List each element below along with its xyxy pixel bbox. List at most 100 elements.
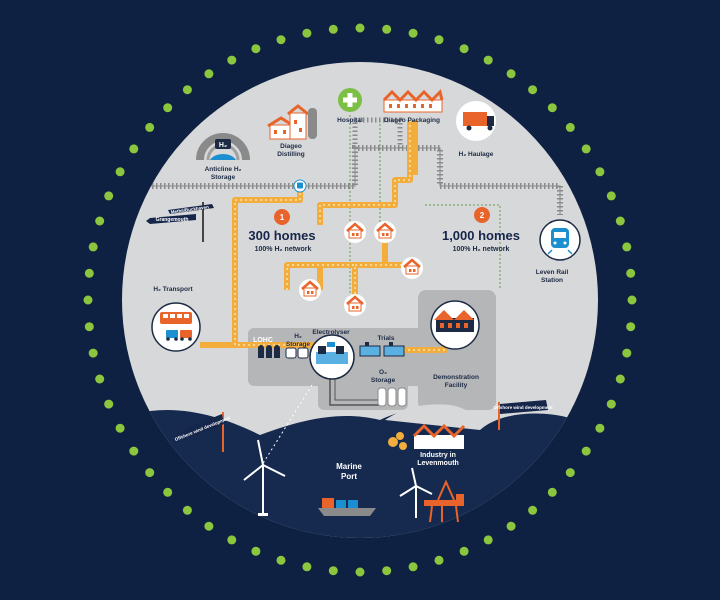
industry-icon — [388, 423, 466, 450]
ring-dot — [227, 55, 237, 65]
ring-dot — [581, 446, 591, 456]
phase-1-network: 100% H₂ network — [255, 246, 312, 253]
ring-dot — [302, 562, 312, 572]
oil-rig-icon — [424, 479, 464, 523]
demo-label-1: Demonstration — [433, 374, 479, 381]
phase-1-homes: 300 homes — [248, 228, 315, 243]
ring-dot — [547, 103, 557, 113]
anticline-badge: H₂ — [219, 142, 227, 149]
ring-dot — [129, 446, 139, 456]
hospital-label: Hospital — [337, 117, 363, 124]
ring-dot — [251, 44, 261, 54]
electrolyser-label: Electrolyser — [312, 329, 350, 336]
ring-dot — [145, 122, 155, 132]
industry-label-1: Industry in — [420, 452, 456, 459]
distillery-icon[interactable] — [267, 104, 317, 140]
ring-dot — [104, 399, 114, 409]
ring-dot — [204, 521, 214, 531]
ring-dot — [506, 521, 516, 531]
train-icon-small — [293, 179, 307, 193]
train-icon[interactable] — [539, 219, 581, 261]
marine-label-2: Port — [341, 472, 357, 481]
offshore-sign-right — [498, 400, 548, 430]
demo-label-2: Facility — [445, 382, 468, 389]
ring-dot — [382, 566, 392, 576]
ring-dot — [459, 546, 469, 556]
house-icon — [344, 221, 366, 243]
diageo-packaging-label: Diageo Packaging — [384, 117, 440, 124]
demonstration-facility-icon[interactable] — [430, 300, 480, 350]
h2-haulage-label: H₂ Haulage — [459, 151, 494, 158]
marine-label-1: Marine — [336, 462, 362, 471]
ring-dot — [182, 505, 192, 515]
diageo-distilling-label-1: Diageo — [280, 143, 302, 150]
ring-dot — [276, 555, 286, 565]
offshore-sign-left — [182, 412, 224, 452]
house-icon — [401, 257, 423, 279]
ring-dot — [408, 562, 418, 572]
wind-turbine-icon-2 — [399, 467, 433, 518]
ring-dot — [84, 268, 94, 278]
electrolyser-icon[interactable] — [309, 334, 355, 380]
h2-storage-label-2: Storage — [286, 341, 311, 348]
industry-label-2: Levenmouth — [417, 460, 459, 467]
ship-icon — [318, 498, 376, 516]
ring-dot — [251, 546, 261, 556]
ring-dot — [83, 295, 93, 305]
ring-dot — [355, 23, 365, 33]
ring-dot — [528, 85, 538, 95]
factory-icon[interactable] — [382, 89, 444, 113]
green-dot-ring — [83, 23, 637, 577]
ring-dot — [595, 167, 605, 177]
svg-text:1: 1 — [280, 213, 285, 222]
phase-2-network: 100% H₂ network — [453, 246, 510, 253]
truck-icon[interactable] — [456, 101, 496, 141]
guide-lines — [349, 115, 501, 315]
ring-dot — [328, 24, 338, 34]
ring-dot — [115, 423, 125, 433]
ring-dot — [88, 242, 98, 252]
ring-dot — [483, 535, 493, 545]
ring-dot — [145, 468, 155, 478]
ring-dot — [622, 242, 632, 252]
offshore-right-label: Offshore wind development — [493, 405, 553, 410]
ring-dot — [581, 144, 591, 154]
o2-tank-icon — [377, 387, 407, 407]
ring-dot — [606, 399, 616, 409]
phase-1-badge: 1 — [274, 209, 290, 225]
houses — [299, 221, 423, 316]
bus-icon[interactable] — [151, 302, 201, 352]
ring-dot — [547, 487, 557, 497]
o2-line-2 — [334, 372, 385, 401]
ring-dot — [382, 24, 392, 34]
o2-line — [329, 372, 385, 406]
ring-dot — [528, 505, 538, 515]
h2-transport-label: H₂ Transport — [153, 286, 193, 293]
signpost — [146, 202, 214, 242]
lohc-label: LOHC — [253, 337, 273, 344]
phase-2-homes: 1,000 homes — [442, 228, 520, 243]
coast — [385, 404, 480, 430]
hospital-icon[interactable] — [338, 88, 362, 112]
trials-icon — [359, 342, 405, 357]
sign-methil: Methil/Buckhaven — [170, 204, 209, 214]
ring-dot — [95, 216, 105, 226]
ring-dot — [88, 348, 98, 358]
railway — [140, 117, 563, 215]
sign-grangemouth: Grangemouth — [156, 217, 189, 223]
anticline-label-1: Anticline H₂ — [205, 166, 242, 173]
ring-dot — [227, 535, 237, 545]
ring-dot — [606, 191, 616, 201]
ring-dot — [163, 103, 173, 113]
house-icon — [374, 221, 396, 243]
ring-dot — [408, 28, 418, 38]
ring-dot — [434, 555, 444, 565]
o2-storage-label-1: O₂ — [379, 369, 387, 376]
anticline-storage-icon[interactable]: H₂ — [196, 133, 250, 161]
ring-dot — [115, 167, 125, 177]
ring-dot — [615, 374, 625, 384]
tank-icon — [258, 345, 309, 359]
svg-text:2: 2 — [480, 211, 485, 220]
